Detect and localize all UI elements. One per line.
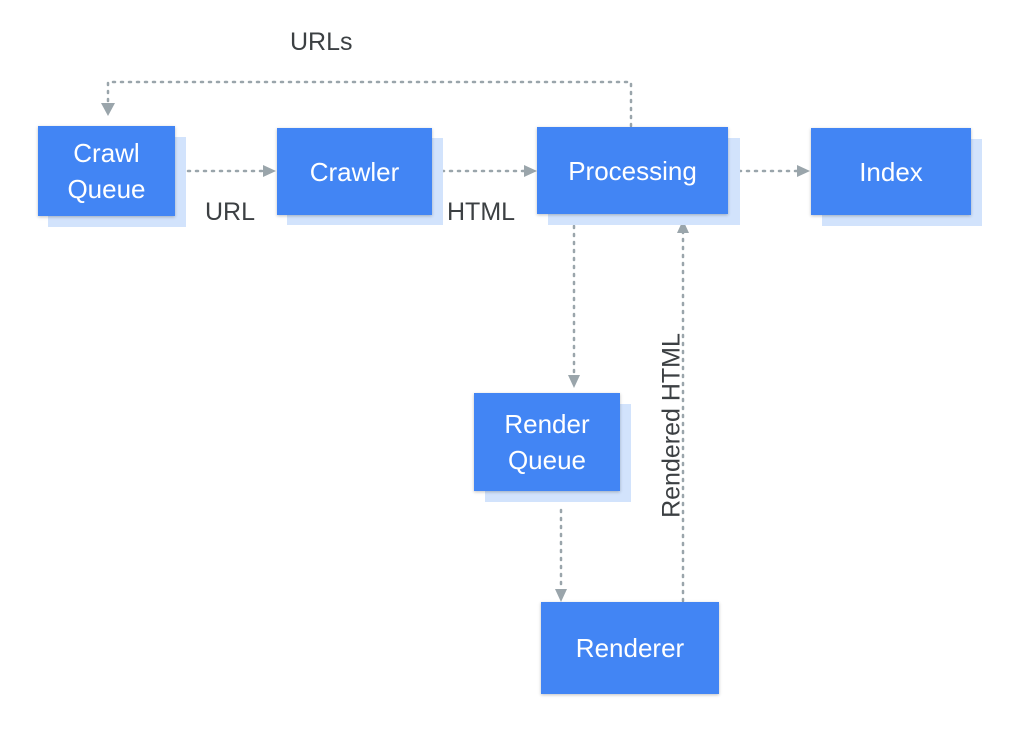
render-queue-label-line2: Queue: [507, 445, 587, 475]
render-queue-arrowhead: [568, 375, 580, 388]
crawl-queue-label-line1: Crawl: [73, 138, 140, 168]
crawl-queue-node[interactable]: Crawl Queue: [38, 126, 175, 216]
renderer-label: Renderer: [575, 633, 685, 663]
render-queue-label-line1: Render: [504, 409, 590, 439]
urls-edge-label: URLs: [290, 28, 353, 56]
html-arrowhead: [524, 165, 537, 177]
html-edge-label: HTML: [447, 198, 516, 226]
crawler-label: Crawler: [309, 156, 400, 187]
processing-node[interactable]: Processing: [537, 127, 728, 214]
url-edge-label: URL: [205, 198, 256, 226]
renderer-arrowhead: [555, 589, 567, 602]
index-arrowhead: [797, 165, 810, 177]
renderer-node[interactable]: Renderer: [541, 602, 719, 694]
render-queue-node[interactable]: Render Queue: [474, 393, 620, 491]
url-arrowhead: [263, 165, 276, 177]
crawl-queue-label-line2: Queue: [67, 174, 146, 204]
processing-label: Processing: [568, 155, 697, 186]
rendered-html-edge-label: Rendered HTML: [657, 333, 686, 518]
urls-connector: [106, 80, 633, 128]
rendered-html-arrowhead: [677, 220, 689, 233]
index-node[interactable]: Index: [811, 128, 971, 215]
urls-arrowhead: [101, 103, 115, 116]
crawler-node[interactable]: Crawler: [277, 128, 432, 215]
index-label: Index: [859, 156, 923, 187]
